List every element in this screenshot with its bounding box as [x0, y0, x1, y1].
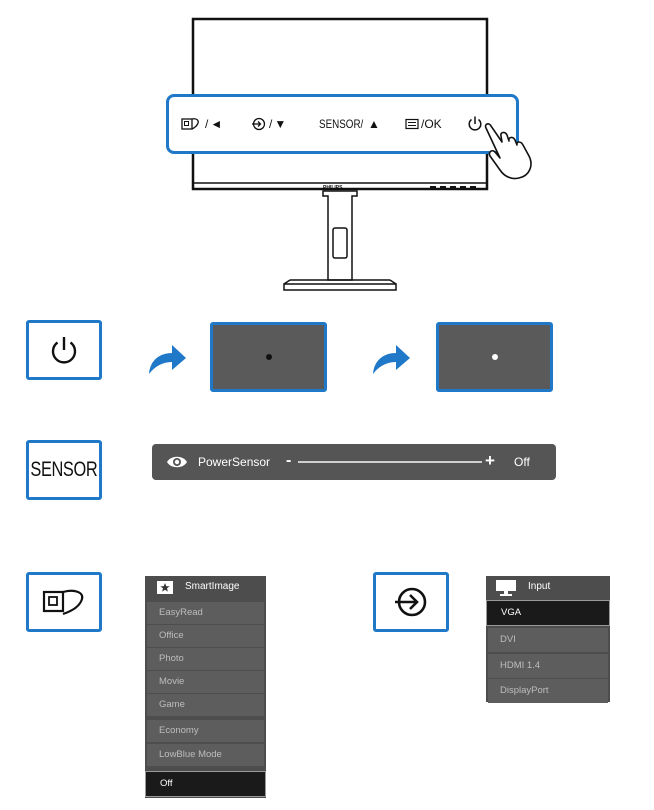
left-arrow-icon: ◄: [210, 117, 223, 131]
menu-item-economy[interactable]: Economy: [147, 720, 264, 742]
menu-item-game[interactable]: Game: [147, 694, 264, 716]
menu-item-lowblue-mode[interactable]: LowBlue Mode: [147, 744, 264, 766]
menu-item-hdmi[interactable]: HDMI 1.4: [488, 654, 608, 678]
input-key[interactable]: [373, 572, 449, 632]
monitor-icon: [496, 580, 516, 596]
smartimage-menu-title: SmartImage: [185, 581, 240, 592]
menu-item-displayport[interactable]: DisplayPort: [488, 679, 608, 703]
curved-arrow-icon: [370, 340, 412, 376]
smartimage-menu: SmartImage EasyRead Office Photo Movie G…: [145, 576, 266, 798]
menu-item-dvi[interactable]: DVI: [488, 628, 608, 652]
power-key[interactable]: [26, 320, 102, 380]
eye-icon: [167, 456, 187, 468]
minus-sign[interactable]: -: [286, 452, 292, 469]
curved-arrow-icon: [146, 340, 188, 376]
power-on-screen: [210, 322, 327, 392]
menu-item-office[interactable]: Office: [147, 625, 264, 647]
input-menu-header: Input: [486, 576, 610, 598]
smartimage-key[interactable]: [26, 572, 102, 632]
power-led-on: [491, 354, 498, 360]
input-icon: [252, 117, 266, 131]
powersensor-value: Off: [514, 455, 530, 469]
power-button[interactable]: [467, 115, 483, 132]
power-led-off: [265, 354, 272, 360]
menu-icon: [405, 118, 419, 130]
menu-ok-button[interactable]: /OK: [405, 117, 442, 131]
input-menu: Input VGA DVI HDMI 1.4 DisplayPort: [486, 576, 610, 703]
input-icon: [395, 587, 427, 617]
power-icon: [51, 337, 77, 364]
down-arrow-icon: ▼: [274, 117, 287, 131]
powersensor-slider-track[interactable]: [298, 461, 482, 463]
power-active-screen: [436, 322, 553, 392]
sensor-label: SENSOR/: [319, 117, 364, 131]
star-icon: [157, 581, 173, 594]
smartimage-icon: [181, 118, 199, 130]
monitor-button-bar: /◄ /▼ SENSOR/ ▲ /OK: [166, 94, 519, 154]
powersensor-bar: PowerSensor - + Off: [152, 444, 556, 480]
power-icon: [468, 116, 482, 131]
smartimage-left-button[interactable]: /◄: [181, 117, 222, 131]
menu-item-off[interactable]: Off: [145, 771, 266, 797]
menu-item-easyread[interactable]: EasyRead: [147, 602, 264, 624]
ok-label: /OK: [421, 117, 442, 131]
sensor-up-button[interactable]: SENSOR/ ▲: [319, 117, 380, 131]
hand-pointer-icon: [480, 122, 546, 182]
brand-logo: PHILIPS: [323, 185, 343, 191]
input-down-button[interactable]: /▼: [251, 117, 286, 131]
smartimage-icon: [42, 589, 84, 616]
menu-item-movie[interactable]: Movie: [147, 671, 264, 693]
menu-item-photo[interactable]: Photo: [147, 648, 264, 670]
plus-sign[interactable]: +: [485, 451, 495, 470]
up-arrow-icon: ▲: [368, 117, 380, 131]
sensor-key[interactable]: SENSOR: [26, 440, 102, 500]
menu-item-vga[interactable]: VGA: [486, 600, 610, 626]
powersensor-label: PowerSensor: [198, 455, 271, 469]
sensor-key-label: SENSOR: [30, 458, 98, 481]
input-menu-title: Input: [528, 581, 551, 592]
smartimage-menu-header: SmartImage: [145, 576, 266, 598]
